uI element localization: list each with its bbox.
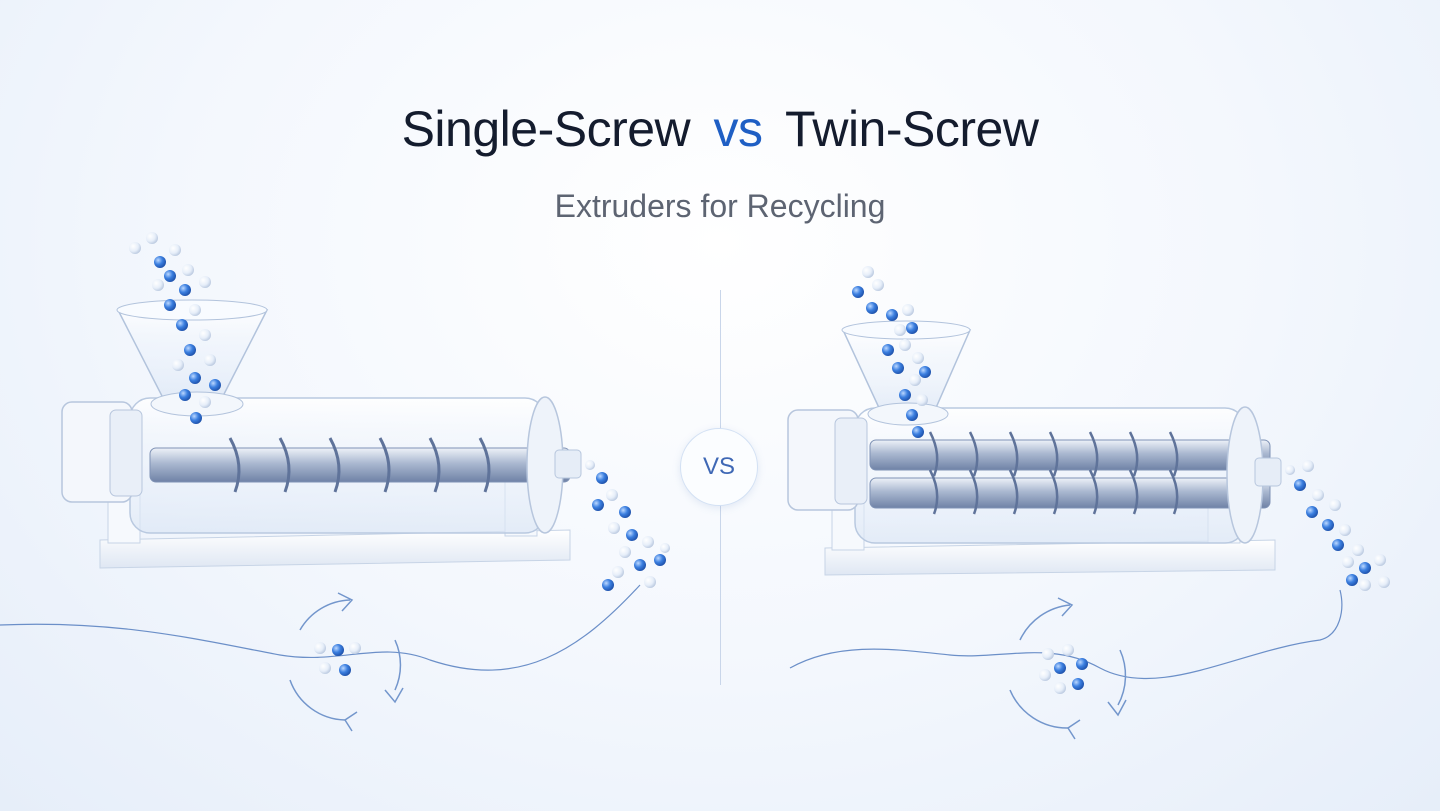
- vs-badge: VS: [680, 428, 758, 506]
- twin-screw-extruder-icon: [787, 320, 1343, 680]
- page-title: Single-Screw vs Twin-Screw: [0, 100, 1440, 158]
- title-left: Single-Screw: [401, 101, 691, 157]
- page-subtitle: Extruders for Recycling: [554, 188, 886, 224]
- recycle-cycle-icon: [1009, 597, 1127, 740]
- pellet-stream-left: [129, 232, 670, 591]
- pellet-stream-right: [852, 266, 1390, 591]
- single-screw-extruder-icon: [0, 299, 641, 671]
- title-right: Twin-Screw: [785, 101, 1039, 157]
- recycle-cycle-icon: [289, 592, 404, 732]
- title-vs: vs: [713, 101, 764, 157]
